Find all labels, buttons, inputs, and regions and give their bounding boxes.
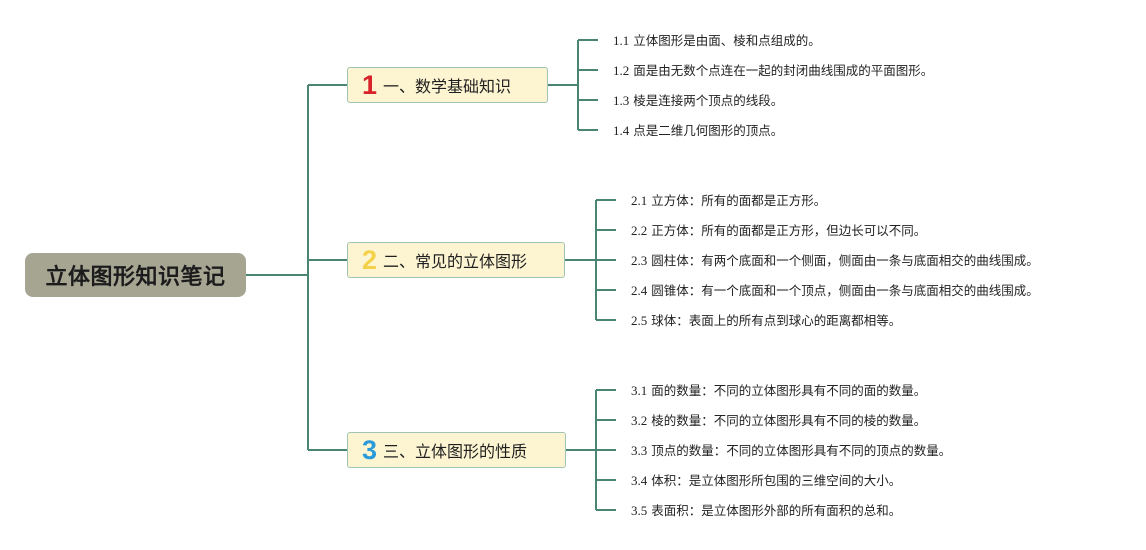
leaf-node-2-4[interactable]: 2.4 圆锥体：有一个底面和一个顶点，侧面由一条与底面相交的曲线围成。 <box>631 283 1039 299</box>
leaf-text: 顶点的数量：不同的立体图形具有不同的顶点的数量。 <box>651 443 952 458</box>
leaf-index: 2.3 <box>631 253 648 268</box>
leaf-text: 正方体：所有的面都是正方形，但边长可以不同。 <box>651 223 927 238</box>
leaf-text: 立体图形是由面、棱和点组成的。 <box>633 33 821 48</box>
leaf-index: 3.1 <box>631 383 648 398</box>
leaf-index: 3.3 <box>631 443 648 458</box>
leaf-node-2-1[interactable]: 2.1 立方体：所有的面都是正方形。 <box>631 193 826 209</box>
leaf-node-3-2[interactable]: 3.2 棱的数量：不同的立体图形具有不同的棱的数量。 <box>631 413 926 429</box>
leaf-index: 2.1 <box>631 193 648 208</box>
branch-3-label: 三、立体图形的性质 <box>383 442 528 461</box>
leaf-node-3-4[interactable]: 3.4 体积：是立体图形所包围的三维空间的大小。 <box>631 473 901 489</box>
leaf-text: 体积：是立体图形所包围的三维空间的大小。 <box>651 473 902 488</box>
branch-node-1[interactable]: 1 一、数学基础知识 <box>347 67 548 103</box>
leaf-text: 面的数量：不同的立体图形具有不同的面的数量。 <box>651 383 927 398</box>
branch-2-number: 2 <box>362 244 378 275</box>
leaf-node-1-4[interactable]: 1.4 点是二维几何图形的顶点。 <box>613 123 783 139</box>
leaf-node-1-2[interactable]: 1.2 面是由无数个点连在一起的封闭曲线围成的平面图形。 <box>613 63 933 79</box>
leaf-node-2-2[interactable]: 2.2 正方体：所有的面都是正方形，但边长可以不同。 <box>631 223 926 239</box>
leaf-index: 3.5 <box>631 503 648 518</box>
leaf-node-3-1[interactable]: 3.1 面的数量：不同的立体图形具有不同的面的数量。 <box>631 383 926 399</box>
leaf-node-2-3[interactable]: 2.3 圆柱体：有两个底面和一个侧面，侧面由一条与底面相交的曲线围成。 <box>631 253 1039 269</box>
leaf-text: 立方体：所有的面都是正方形。 <box>651 193 827 208</box>
branch-1-number: 1 <box>362 69 378 100</box>
leaf-text: 棱的数量：不同的立体图形具有不同的棱的数量。 <box>651 413 927 428</box>
leaf-index: 1.4 <box>613 123 630 138</box>
leaf-node-1-1[interactable]: 1.1 立体图形是由面、棱和点组成的。 <box>613 33 821 49</box>
leaf-node-2-5[interactable]: 2.5 球体：表面上的所有点到球心的距离都相等。 <box>631 313 901 329</box>
leaf-node-1-3[interactable]: 1.3 棱是连接两个顶点的线段。 <box>613 93 783 109</box>
leaf-index: 2.2 <box>631 223 648 238</box>
branch-3-number: 3 <box>362 434 378 465</box>
branch-node-3[interactable]: 3 三、立体图形的性质 <box>347 432 566 468</box>
leaf-index: 3.4 <box>631 473 648 488</box>
leaf-node-3-3[interactable]: 3.3 顶点的数量：不同的立体图形具有不同的顶点的数量。 <box>631 443 951 459</box>
leaf-node-3-5[interactable]: 3.5 表面积：是立体图形外部的所有面积的总和。 <box>631 503 901 519</box>
leaf-index: 2.5 <box>631 313 648 328</box>
leaf-index: 1.3 <box>613 93 630 108</box>
root-node[interactable]: 立体图形知识笔记 <box>25 253 246 297</box>
leaf-text: 圆锥体：有一个底面和一个顶点，侧面由一条与底面相交的曲线围成。 <box>651 283 1039 298</box>
leaf-index: 2.4 <box>631 283 648 298</box>
leaf-text: 圆柱体：有两个底面和一个侧面，侧面由一条与底面相交的曲线围成。 <box>651 253 1039 268</box>
leaf-text: 表面积：是立体图形外部的所有面积的总和。 <box>651 503 902 518</box>
branch-1-label: 一、数学基础知识 <box>383 77 512 96</box>
leaf-text: 点是二维几何图形的顶点。 <box>633 123 784 138</box>
leaf-index: 1.1 <box>613 33 630 48</box>
leaf-text: 球体：表面上的所有点到球心的距离都相等。 <box>651 313 902 328</box>
root-title: 立体图形知识笔记 <box>45 265 226 290</box>
branch-2-label: 二、常见的立体图形 <box>383 252 528 271</box>
leaf-text: 棱是连接两个顶点的线段。 <box>633 93 784 108</box>
leaf-text: 面是由无数个点连在一起的封闭曲线围成的平面图形。 <box>633 63 934 78</box>
leaf-index: 1.2 <box>613 63 630 78</box>
leaf-index: 3.2 <box>631 413 648 428</box>
branch-node-2[interactable]: 2 二、常见的立体图形 <box>347 242 565 278</box>
